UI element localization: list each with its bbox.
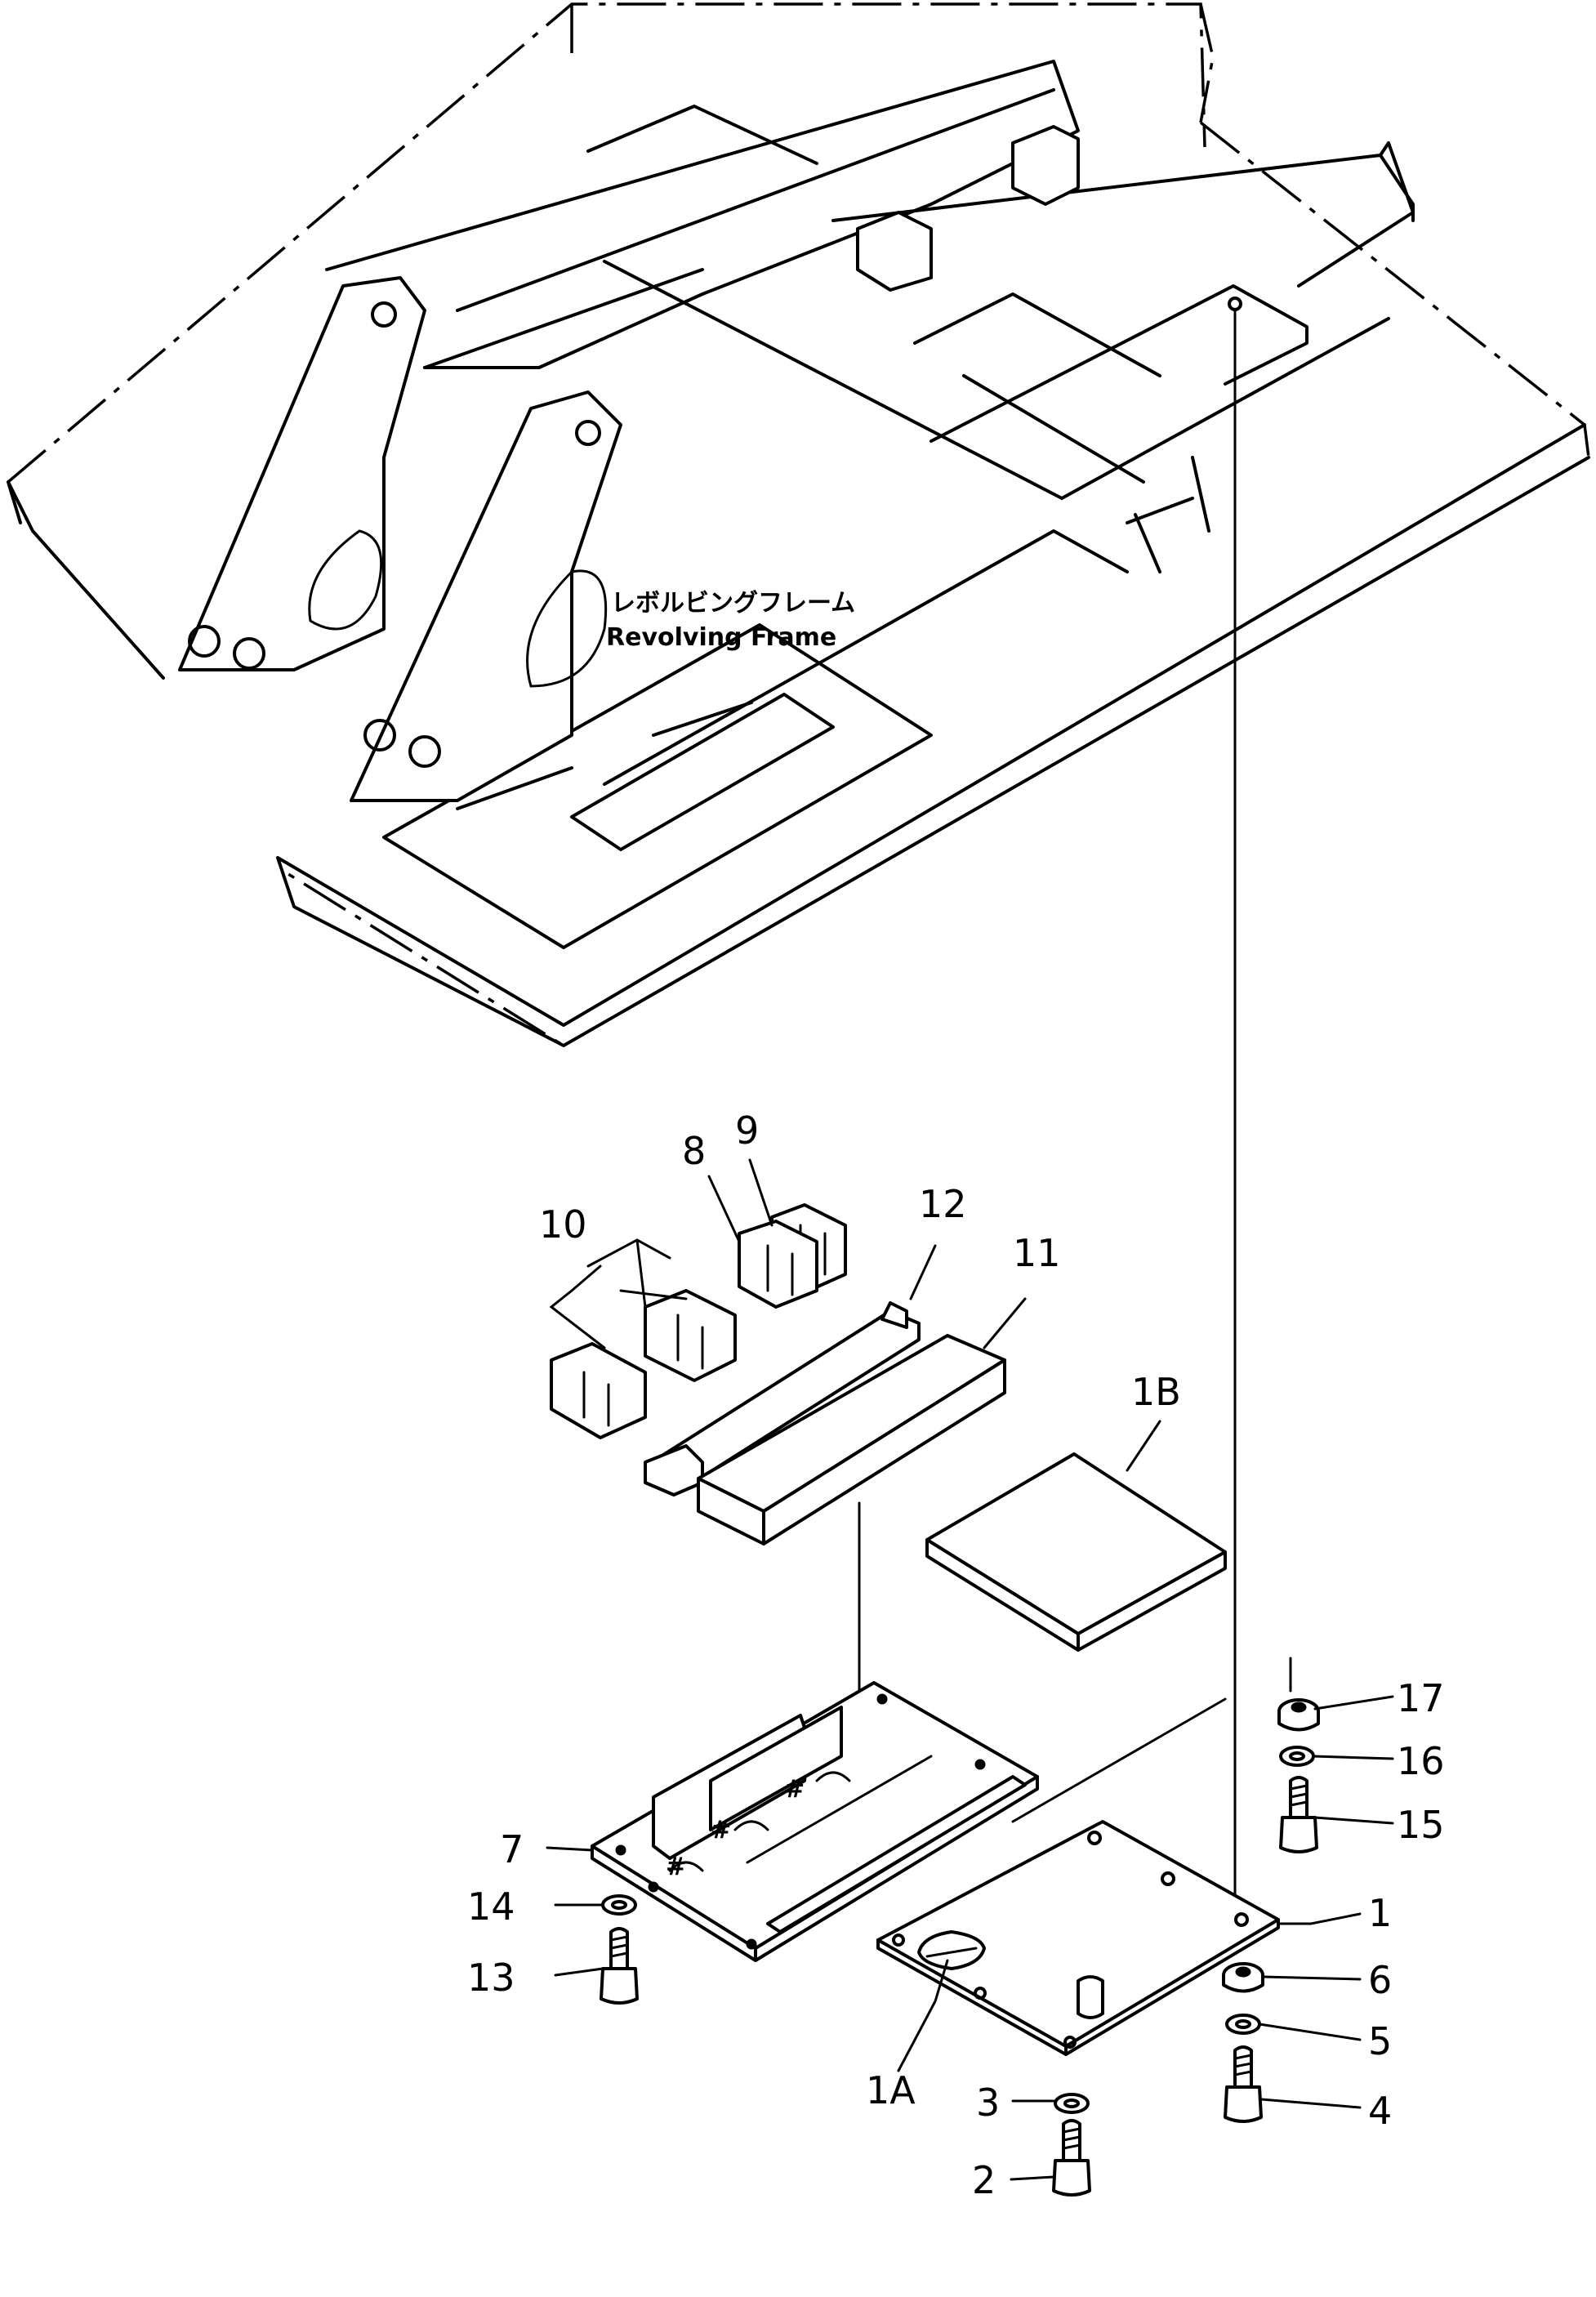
frame-outline-top-rear: [570, 3, 1215, 123]
frame-caption-english: Revolving Frame: [606, 623, 836, 652]
rail-part-12: [644, 1301, 921, 1496]
frame-caption-japanese: レボルビングフレーム: [611, 589, 855, 618]
frame-inner-channel-b: [456, 456, 1210, 810]
frame-right-rail: [831, 141, 1415, 288]
svg-text:#: #: [711, 1816, 731, 1844]
frame-center-rail-lower: [423, 88, 1055, 369]
frame-bracket-a: [1011, 125, 1080, 206]
boss-hole-6: [575, 420, 601, 446]
callout-15: 15: [1397, 1803, 1445, 1847]
block-part-11: [697, 1334, 1006, 1545]
callout-9: 9: [735, 1108, 759, 1153]
callout-4: 4: [1368, 2089, 1392, 2133]
callout-16: 16: [1397, 1739, 1445, 1783]
bracket-part-8: [738, 1220, 818, 1309]
callout-5: 5: [1368, 2019, 1392, 2063]
callout-14: 14: [467, 1884, 515, 1929]
frame-mount-hole: [1228, 297, 1242, 311]
callout-10: 10: [539, 1202, 587, 1247]
callout-3: 3: [976, 2081, 1000, 2125]
bracket-window-left: [308, 529, 383, 631]
nut-part-17: [1277, 1698, 1320, 1732]
washer-part-3: [1054, 2093, 1090, 2114]
washer-part-14: [601, 1894, 637, 1916]
frame-bracket-b: [856, 211, 933, 292]
frame-deck-plate-b: [570, 693, 835, 851]
bolt-part-15: [1279, 1776, 1318, 1853]
callout-2: 2: [972, 2158, 996, 2202]
callout-17: 17: [1397, 1676, 1445, 1720]
callout-1: 1: [1368, 1891, 1392, 1935]
callout-13: 13: [467, 1956, 515, 2000]
frame-cross-member-a: [603, 260, 1145, 786]
callout-6: 6: [1368, 1958, 1392, 2002]
bolt-part-13: [600, 1927, 639, 2005]
bolt-part-2: [1052, 2119, 1091, 2197]
boom-foot-bracket-right: [350, 390, 622, 802]
callout-8: 8: [682, 1129, 706, 1173]
callout-1b: 1B: [1131, 1370, 1181, 1414]
leader-lines: [546, 1158, 1394, 2181]
boss-hole-5: [371, 301, 397, 328]
boss-hole-4: [408, 735, 441, 768]
frame-left-side-plate: [7, 480, 165, 680]
boom-foot-bracket-left: [178, 276, 426, 671]
nut-part-6: [1222, 1962, 1264, 1993]
mount-plate-part-7: # # #: [591, 1681, 1039, 1962]
svg-text:#: #: [784, 1775, 805, 1804]
boss-hole-2: [233, 637, 265, 670]
callout-1a: 1A: [866, 2068, 916, 2112]
washer-part-16: [1279, 1746, 1315, 1767]
callout-labels: 1 1A 1B 2 3 4 5 6 7 8 9 10 11 12 13 14 1…: [467, 1108, 1445, 2202]
revolving-frame: レボルビングフレーム Revolving Frame: [7, 2, 1590, 1048]
frame-center-rail: [325, 60, 1080, 369]
bracket-window-right: [526, 569, 608, 688]
boss-hole-3: [363, 719, 396, 752]
bracket-part-10-b: [550, 1342, 647, 1439]
callout-12: 12: [919, 1182, 967, 1226]
callout-11: 11: [1013, 1231, 1061, 1275]
cover-plate-part-1: [876, 1820, 1280, 2056]
svg-text:#: #: [666, 1853, 686, 1881]
plate-part-1b: [925, 1452, 1227, 1652]
bolt-part-4: [1224, 2045, 1263, 2123]
washer-part-5: [1225, 2014, 1261, 2035]
frame-deck-plate-a: [382, 623, 933, 949]
guide-line-7-17: [1011, 1657, 1292, 1823]
frame-cross-member-b: [930, 284, 1390, 500]
frame-front-edge: [276, 423, 1590, 1047]
boss-hole-1: [188, 625, 221, 658]
bracket-part-10-a: [644, 1289, 737, 1382]
callout-7: 7: [500, 1827, 524, 1871]
